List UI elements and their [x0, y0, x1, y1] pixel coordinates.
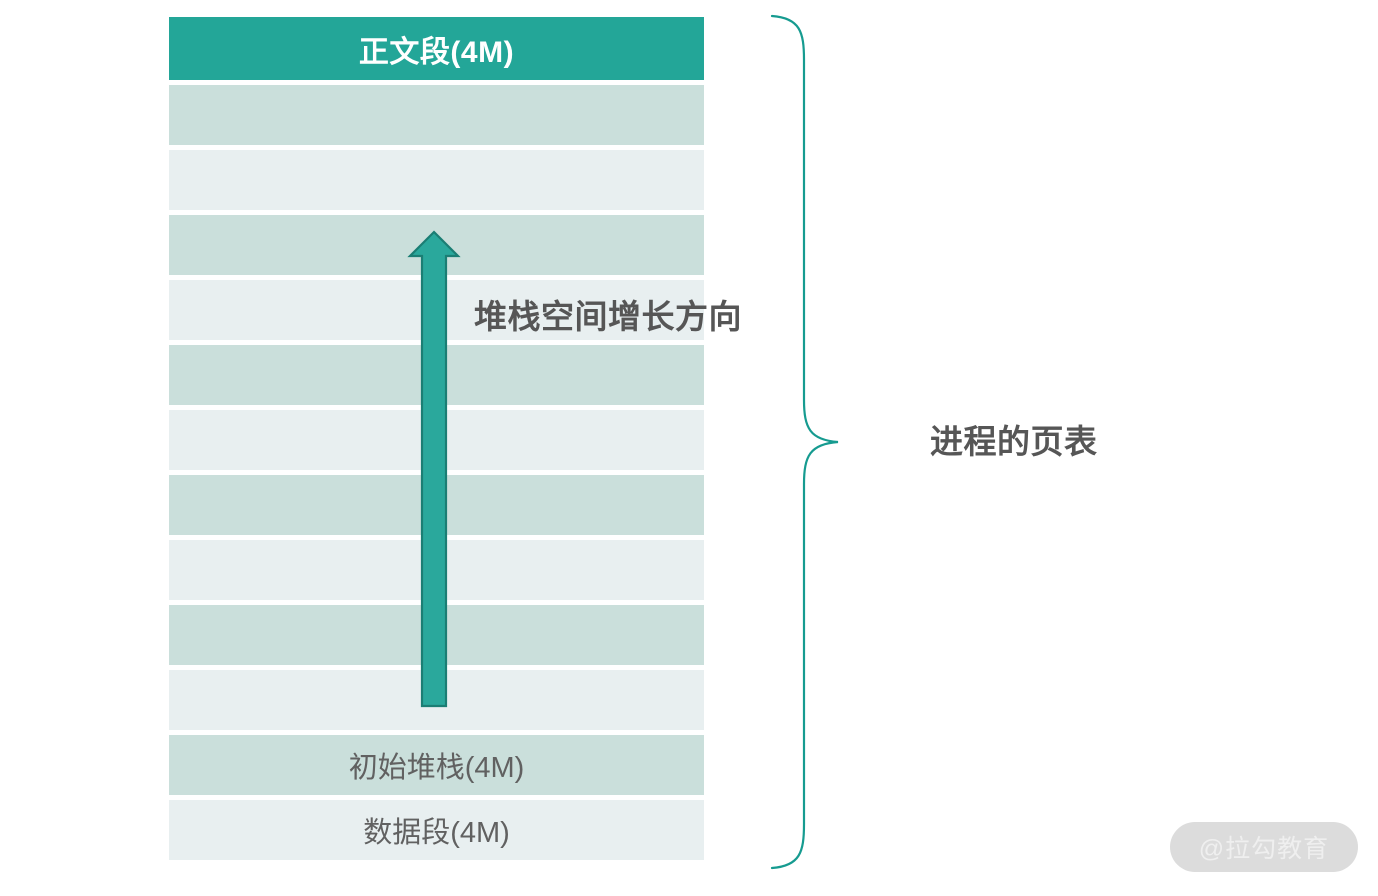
memory-row-filler-8	[169, 540, 704, 600]
memory-row-filler-1	[169, 85, 704, 145]
memory-row-filler-5	[169, 345, 704, 405]
watermark-text: @拉勾教育	[1198, 835, 1330, 863]
page-table-brace-icon	[770, 14, 839, 870]
memory-row-text-segment: 正文段(4M)	[169, 17, 704, 80]
memory-row-data-segment: 数据段(4M)	[169, 800, 704, 860]
memory-row-filler-9	[169, 605, 704, 665]
memory-row-label: 正文段(4M)	[358, 35, 515, 69]
memory-row-filler-3	[169, 215, 704, 275]
memory-row-label: 数据段(4M)	[363, 817, 510, 849]
memory-row-filler-10	[169, 670, 704, 730]
memory-row-filler-7	[169, 475, 704, 535]
memory-row-filler-2	[169, 150, 704, 210]
watermark-badge: @拉勾教育	[1170, 822, 1358, 872]
page-table-label: 进程的页表	[930, 423, 1098, 460]
memory-row-initial-stack: 初始堆栈(4M)	[169, 735, 704, 795]
brace-path	[770, 14, 839, 870]
stack-growth-direction-label: 堆栈空间增长方向	[474, 298, 742, 335]
memory-row-label: 初始堆栈(4M)	[348, 752, 525, 784]
memory-row-filler-6	[169, 410, 704, 470]
memory-layout-column: 正文段(4M) 初始堆栈(4M) 数据段(4M)	[169, 17, 704, 865]
